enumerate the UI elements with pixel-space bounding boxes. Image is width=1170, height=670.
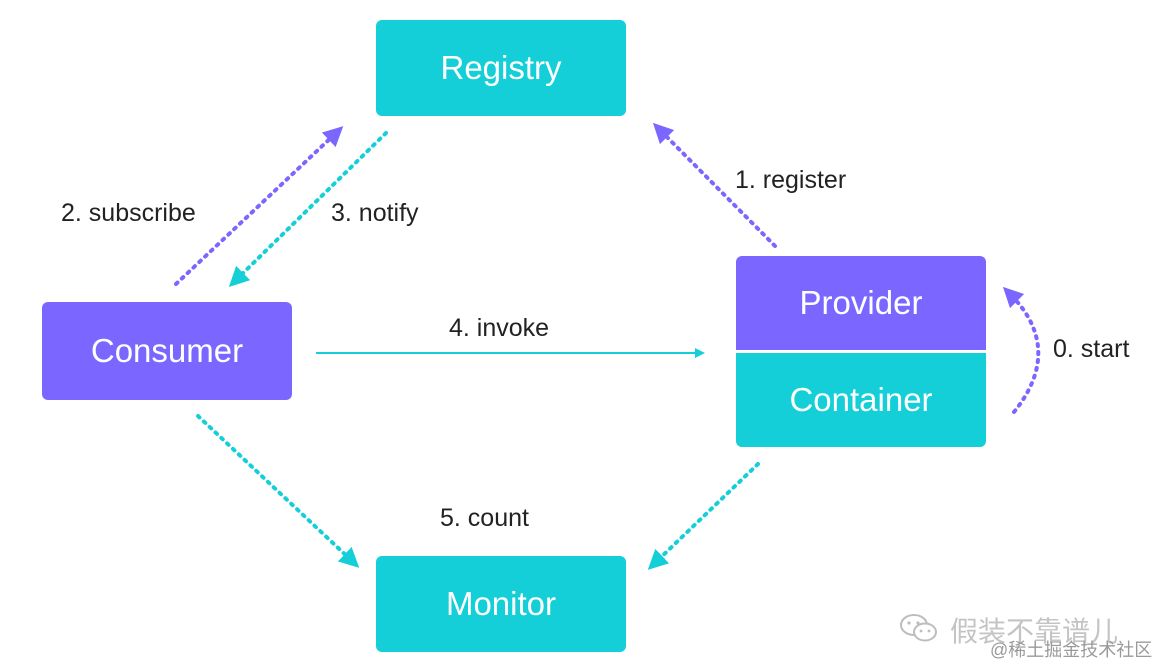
provider-label: Provider [799,284,923,321]
registry-label: Registry [440,49,562,86]
count-label: 5. count [440,504,529,532]
register-arrow [652,122,777,248]
consumer-label: Consumer [90,332,244,369]
count-arrow-consumer [196,414,360,568]
watermark-subtitle: @稀土掘金技术社区 [990,640,1153,660]
subscribe-arrow [174,126,344,286]
monitor-label: Monitor [445,585,557,622]
registry-node: Registry [376,20,626,116]
container-node: Container [736,353,986,447]
notify-arrow [228,131,388,287]
start-arrow [1002,286,1041,414]
consumer-node: Consumer [42,302,292,400]
start-label: 0. start [1053,335,1130,363]
register-label: 1. register [735,166,847,194]
subscribe-label: 2. subscribe [61,199,196,227]
monitor-node: Monitor [376,556,626,652]
notify-label: 3. notify [331,199,419,227]
provider-node: Provider [736,256,986,350]
wechat-icon [900,614,937,642]
container-label: Container [789,381,933,418]
invoke-label: 4. invoke [449,314,550,342]
watermark-title: 假装不靠谱儿 [950,616,1119,647]
count-arrow-container [647,462,760,570]
